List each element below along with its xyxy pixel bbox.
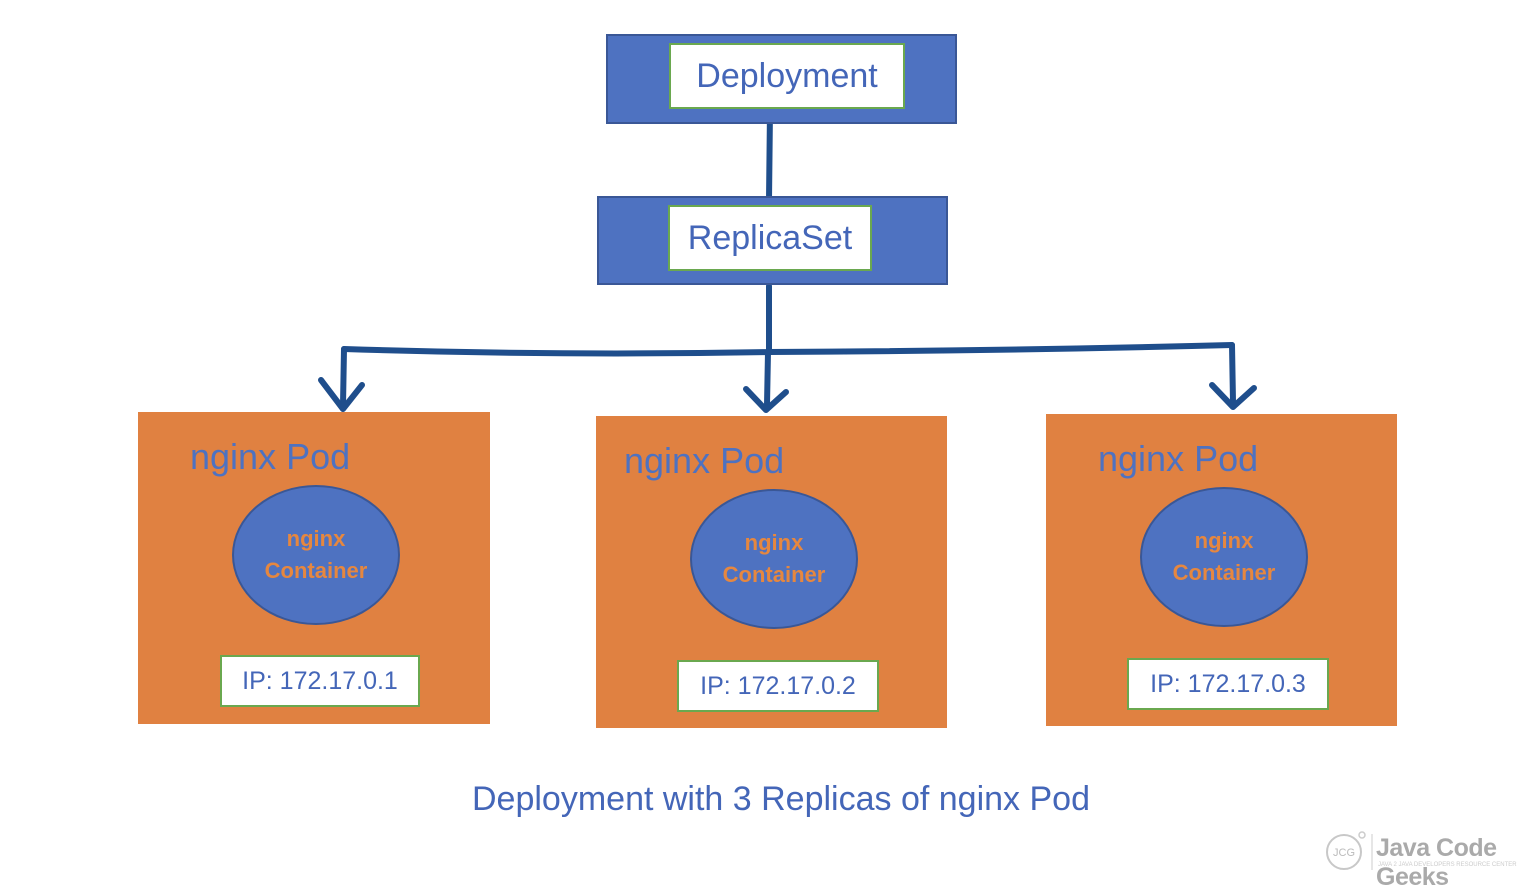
pod-box-1: nginx Pod nginx Container IP: 172.17.0.1 — [138, 412, 490, 724]
container-ellipse: nginx Container — [690, 489, 858, 629]
branch-line-pod3 — [1229, 342, 1236, 405]
pod-box-3: nginx Pod nginx Container IP: 172.17.0.3 — [1046, 414, 1397, 726]
container-ellipse: nginx Container — [1140, 487, 1308, 627]
deployment-label: Deployment — [669, 43, 905, 109]
pod-ip-label: IP: 172.17.0.1 — [220, 655, 420, 707]
logo-tagline: JAVA 2 JAVA DEVELOPERS RESOURCE CENTER — [1378, 862, 1517, 868]
arrowhead-pod3 — [1209, 382, 1257, 410]
arrowhead-pod2 — [743, 386, 789, 413]
pod-ip-label: IP: 172.17.0.2 — [677, 660, 879, 712]
container-ellipse: nginx Container — [232, 485, 400, 625]
arrowhead-pod1 — [318, 377, 365, 412]
container-label: Container — [722, 562, 826, 587]
pod-title: nginx Pod — [1098, 438, 1259, 479]
diagram-caption: Deployment with 3 Replicas of nginx Pod — [472, 780, 1090, 818]
container-name: nginx — [286, 526, 346, 551]
branch-line-pod2 — [764, 349, 771, 408]
jcg-logo-mark: JCG — [1333, 847, 1355, 859]
deployment-to-replicaset-line — [766, 107, 773, 203]
jcg-logo-icon: JCG — [1326, 831, 1373, 870]
container-label: Container — [264, 558, 368, 583]
container-name: nginx — [744, 530, 804, 555]
pod-title: nginx Pod — [624, 440, 785, 481]
pod-box-2: nginx Pod nginx Container IP: 172.17.0.2 — [596, 416, 947, 728]
horizontal-branch-line — [341, 342, 1235, 357]
container-label: Container — [1172, 560, 1276, 585]
branch-line-pod1 — [340, 346, 347, 408]
container-name: nginx — [1194, 528, 1254, 553]
pod-ip-label: IP: 172.17.0.3 — [1127, 658, 1329, 710]
pod-title: nginx Pod — [190, 436, 351, 477]
java-code-geeks-logo: JCG Java Code Geeks JAVA 2 JAVA DEVELOPE… — [1322, 828, 1522, 891]
replicaset-label: ReplicaSet — [668, 205, 872, 271]
